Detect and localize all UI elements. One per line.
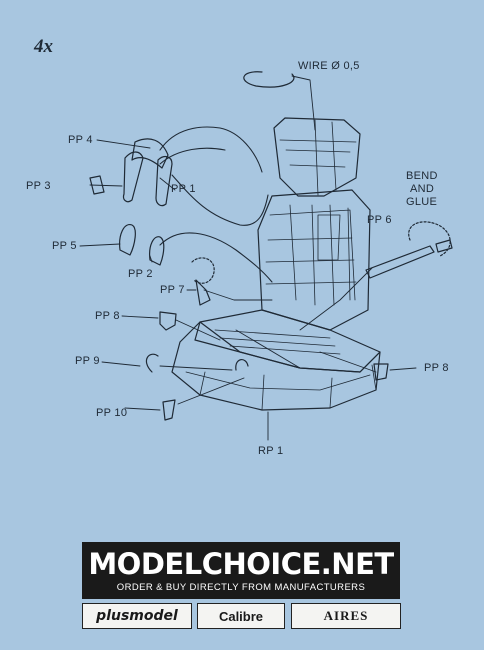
leader-lines xyxy=(79,75,417,441)
pp4-harness-strap xyxy=(131,138,169,169)
pp2-lap-strap xyxy=(149,236,165,266)
wire-loop xyxy=(243,71,295,88)
pp6-label: PP 6 xyxy=(367,214,392,226)
banner-brand: MODELCHOICE.NET xyxy=(88,547,394,581)
pp5-lap-strap xyxy=(119,224,136,256)
modelchoice-banner[interactable]: MODELCHOICE.NET ORDER & BUY DIRECTLY FRO… xyxy=(82,542,400,599)
pp8-left-part xyxy=(159,311,177,331)
pp4-label: PP 4 xyxy=(68,134,93,146)
aires-logo[interactable]: AIRES xyxy=(291,603,401,629)
seat-base xyxy=(171,321,381,411)
aires-logo-text: AIRES xyxy=(323,608,369,623)
pp1-label: PP 1 xyxy=(171,183,196,195)
rp1-label: RP 1 xyxy=(258,445,284,457)
pp3-buckle xyxy=(89,175,105,195)
pp9-ring xyxy=(145,353,159,373)
pp10-label: PP 10 xyxy=(96,407,128,419)
pp2-label: PP 2 xyxy=(128,268,153,280)
pp9-ring-fitted xyxy=(235,359,249,371)
and-label: AND xyxy=(410,183,435,195)
glue-label: GLUE xyxy=(406,196,438,208)
pp7-handle xyxy=(191,257,215,284)
seat-back xyxy=(257,189,371,331)
calibre-logo[interactable]: Calibre xyxy=(197,603,285,629)
pp5-label: PP 5 xyxy=(52,240,77,252)
seat-pan xyxy=(194,309,381,373)
wire-label: WIRE Ø 0,5 xyxy=(298,60,360,72)
pp9-label: PP 9 xyxy=(75,355,100,367)
pp8-right-label: PP 8 xyxy=(424,362,449,374)
pp8-right-part xyxy=(373,363,389,381)
pp7-label: PP 7 xyxy=(160,284,185,296)
pp8-left-label: PP 8 xyxy=(95,310,120,322)
pp10-part xyxy=(162,399,176,421)
pp6-firing-handle xyxy=(365,245,435,279)
plusmodel-logo[interactable]: plusmodel xyxy=(82,603,192,629)
quantity-label: 4x xyxy=(34,36,53,57)
bend-label: BEND xyxy=(406,170,438,182)
pp1-buckle-strap xyxy=(122,151,144,203)
seat-headrest xyxy=(273,117,361,197)
calibre-logo-text: Calibre xyxy=(218,608,264,624)
pp3-label: PP 3 xyxy=(26,180,51,192)
plusmodel-logo-text: plusmodel xyxy=(96,608,178,624)
banner-tagline: ORDER & BUY DIRECTLY FROM MANUFACTURERS xyxy=(116,582,366,593)
